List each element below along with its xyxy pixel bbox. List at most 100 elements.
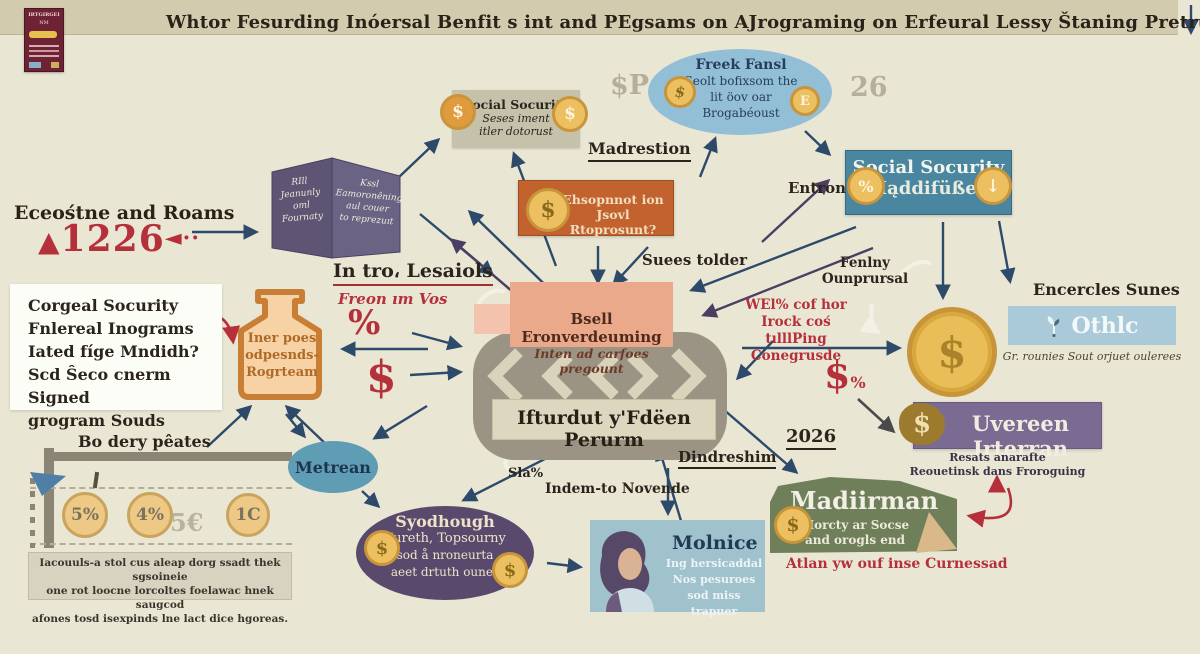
euro-coin-icon: E: [790, 86, 820, 116]
ifturdut-box: Ifturdut y'Fdëen Perurm: [492, 399, 716, 451]
timeline-tick-dashes: [30, 478, 35, 548]
poster-text-rule: [29, 55, 59, 57]
timeline-point-label: 1C: [235, 505, 261, 525]
dollar-coin-icon: $: [774, 506, 812, 544]
molnice-line: sod miss trapuer: [687, 589, 741, 618]
molnice-line: Ing hersicaddal: [665, 557, 763, 570]
ellipse-line: Seolt bofixsom the: [684, 74, 798, 88]
syodhough-text: Syodhough Fureth, Topsourny sod å nroneu…: [376, 513, 514, 581]
percent-symbol: %: [348, 303, 381, 343]
red-note-line: Conegrusde: [750, 348, 842, 364]
header-bar: [0, 0, 1178, 35]
dollar-coin-icon: $: [526, 188, 570, 232]
ss-box-line: Social Socurity: [463, 97, 569, 112]
coin-symbol: $: [786, 514, 800, 536]
chevron-icons: [487, 348, 707, 404]
red-note-line: Irock coś tılllPing: [761, 314, 831, 347]
coin-symbol: $: [912, 409, 932, 439]
ellipse-line: Freek Fansl: [695, 57, 787, 73]
freek-fansl-text: Freek Fansl Seolt bofixsom the lit öov o…: [668, 57, 814, 121]
chevron-left-icon: [587, 352, 619, 400]
ellipse-line: Brogabéoust: [702, 106, 780, 120]
big-dollar-symbol: $: [366, 352, 397, 403]
dollar-coin-icon: $: [364, 530, 400, 566]
blue-flag-icon: [30, 472, 66, 496]
poster-yellow-bar: [29, 31, 57, 38]
ellipse-line: lit öov oar: [710, 90, 772, 104]
in-tro-lesaiols-label: In tro، Lesaiols: [333, 260, 493, 286]
book-right-page-text: Kssl Eamoronêning aul couer to reprezuıt: [333, 175, 403, 229]
dollar-coin-icon: $: [664, 76, 696, 108]
poster-text-rule: [29, 50, 59, 52]
timeline-caption-box: Iacouuls-a stol cus aleap dorg ssadt the…: [28, 552, 292, 625]
coin-symbol: ↓: [985, 175, 1001, 197]
molnice-line: Nos pesuroes: [672, 573, 756, 586]
timeline-point-coin: 5%: [62, 492, 108, 538]
encercles-heading: Encercles Sunes: [1033, 280, 1180, 299]
suees-tolder-label: Suees tolder: [642, 251, 748, 269]
coin-symbol: $: [503, 559, 517, 581]
madrestion-label: Madrestion: [588, 139, 691, 162]
timeline-point-coin: 1C: [226, 493, 270, 537]
bottle-shape: [238, 289, 322, 400]
large-dollar-coin-icon: $: [907, 307, 997, 397]
chevron-left-icon: [541, 352, 573, 400]
book-left-page-text: RIll Jeanunly oml Fournaty: [270, 174, 332, 227]
syodhough-line: Fureth, Topsourny: [384, 531, 506, 546]
entron-label: Entron: [788, 179, 847, 197]
white-box-line: Fnlereal Inograms: [28, 319, 194, 338]
molnice-title: Molnice: [672, 532, 758, 554]
salmon-box: Bsell Eronverdeuming Inten ad carfoes pr…: [510, 282, 673, 376]
feniny-line: Ounprursal: [821, 271, 909, 287]
open-book-shape: [271, 157, 401, 259]
page-title: Whtor Fesurding Inóersal Benfit s int an…: [166, 12, 1200, 33]
syodhough-line: Syodhough: [395, 512, 495, 531]
salmon-subtitle: Inten ad carfoes pregount: [534, 346, 649, 376]
uvereen-label: Uvereen Irterran: [972, 411, 1069, 461]
othlic-box: Othlc: [1008, 306, 1176, 345]
coin-symbol: E: [800, 93, 810, 109]
plant-icon: [1048, 315, 1060, 337]
uvereen-caption: Resats anarafte Reouetinsk dans Frorogui…: [900, 451, 1095, 479]
bottle-line: Rogrteam: [246, 365, 318, 380]
white-box-line: Scd Ŝeco cnerm Signed: [28, 365, 171, 407]
sla-label: Sla%: [508, 466, 544, 481]
feniny-label: Fenlny Ounprursal: [820, 255, 910, 287]
coin-symbol: $: [540, 197, 556, 223]
chevron-left-icon: [487, 348, 523, 404]
timeline-point-label: 5%: [71, 505, 99, 525]
year-2026-label: 2026: [786, 426, 837, 450]
timeline-horizontal-bar: [44, 452, 292, 461]
timeline-caption-line: afones tosd isexpinds lne lact dice hgor…: [32, 613, 288, 625]
molnice-lines: Ing hersicaddal Nos pesuroes sod miss tr…: [664, 556, 764, 620]
uvereen-caption-line: Resats anarafte: [949, 451, 1046, 464]
madiirman-shape: [770, 477, 957, 553]
red-dollar-pct: $%: [824, 352, 866, 397]
percent-symbol: %: [850, 373, 866, 392]
big-number-1226: ▲1226◄··: [38, 218, 200, 260]
othlic-label: Othlc: [1071, 312, 1139, 339]
bottle-text: Iner poes odpesnds- Rogrteam: [240, 330, 324, 381]
number-value: 1226: [60, 218, 165, 260]
woman-avatar: [600, 531, 654, 612]
white-box-line: Iated fíge Mndidh?: [28, 342, 199, 361]
timeline-dashed-line: [30, 487, 292, 489]
madiirman-line: and orogls end: [804, 533, 906, 547]
wel-red-note: WEl% cof hor Irock coś tılllPing Conegru…: [736, 297, 856, 365]
indem-label: Indem-to Novende: [545, 481, 690, 497]
coin-symbol: %: [858, 176, 874, 196]
white-box-line: grogram Souds: [28, 411, 165, 430]
coin-symbol: $: [375, 537, 389, 559]
ss-box-line: Seses iment: [482, 112, 550, 125]
ghost-5e-text: 5€: [170, 508, 204, 537]
madiirman-line: Morcty ar Socse: [800, 518, 910, 532]
syodhough-line: aeet drtuth ounes: [390, 565, 500, 579]
gold-blob-dollar-icon: $: [899, 403, 945, 445]
bo-dery-heading: Bo dery pêates: [78, 432, 211, 451]
ss-box-line: itler dotorust: [479, 125, 553, 138]
chevron-right-icon: [627, 352, 659, 400]
metrean-ellipse: Metrean: [288, 441, 378, 493]
dollar-coin-icon: $: [440, 94, 476, 130]
poster-text-rule: [29, 45, 59, 47]
freon-label: Freon ım Vos: [338, 290, 448, 308]
